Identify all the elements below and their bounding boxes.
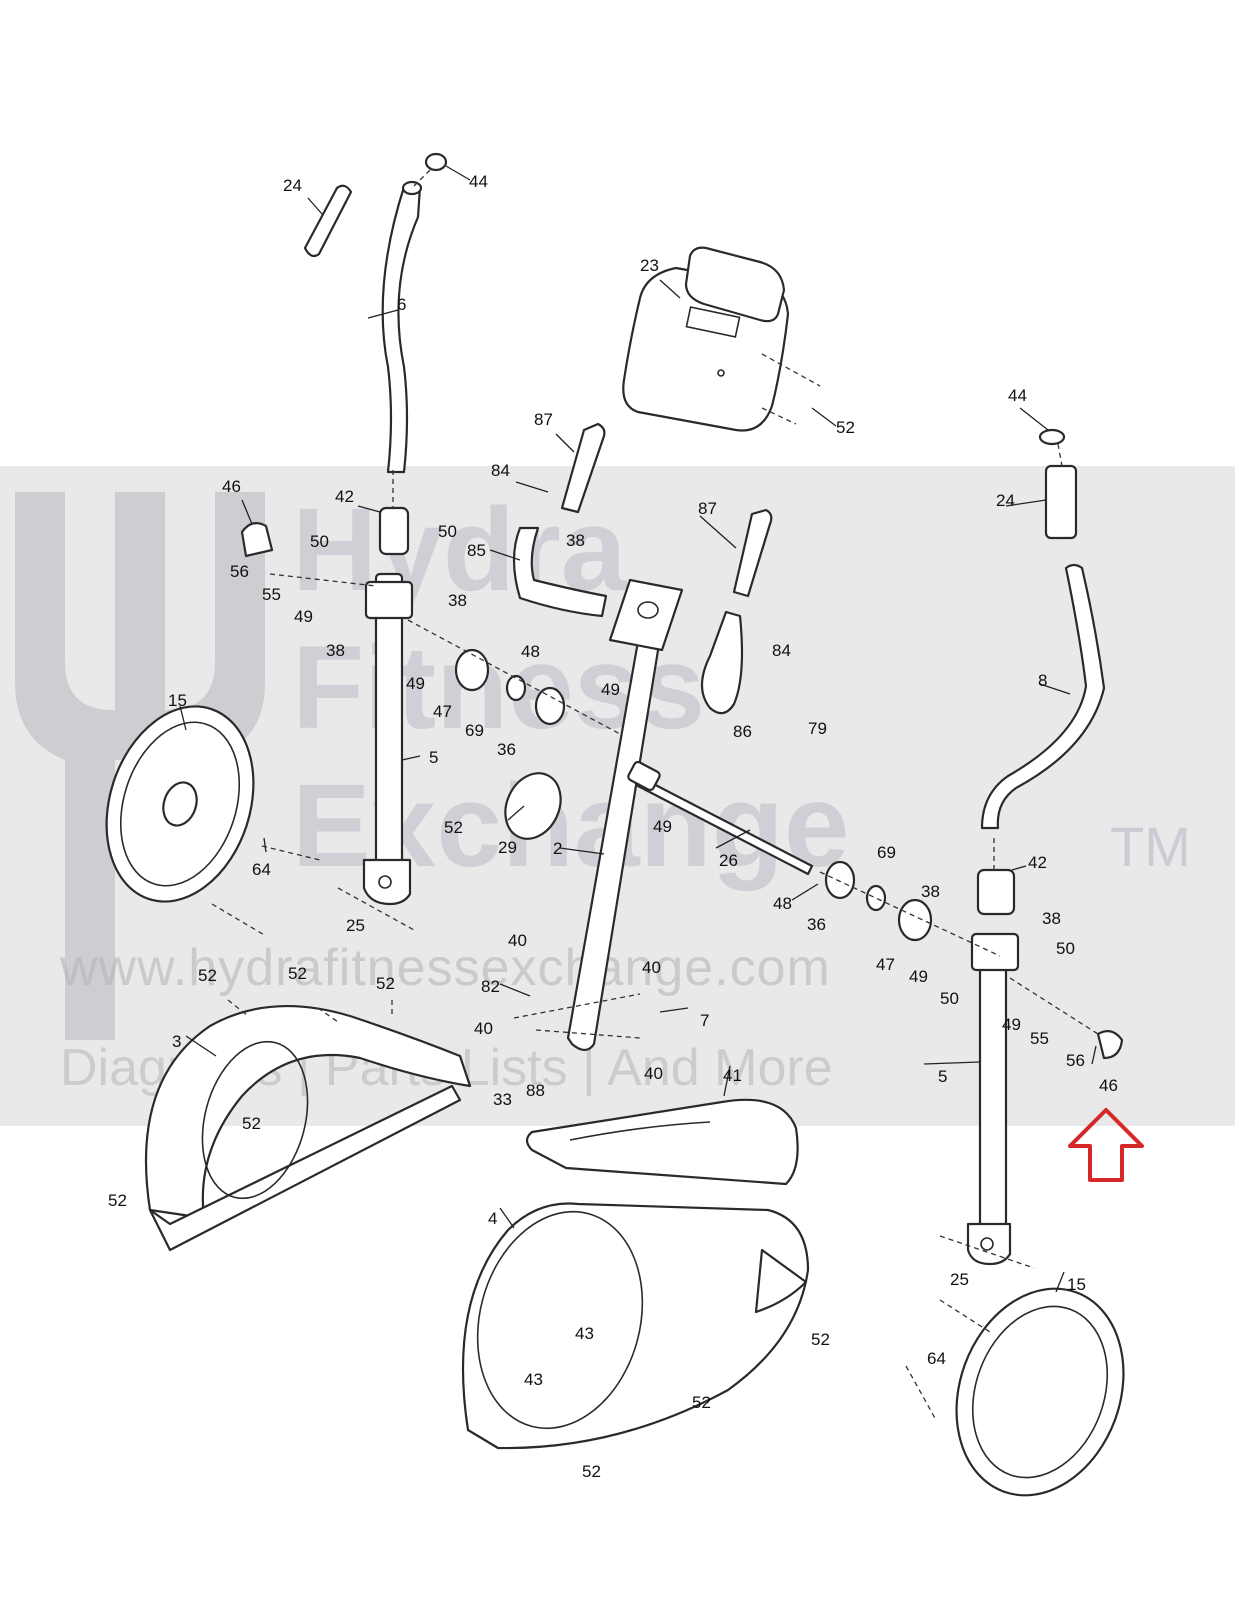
callout-87: 87 (534, 410, 553, 429)
callout-56: 56 (1066, 1051, 1085, 1070)
callout-24: 24 (996, 491, 1015, 510)
callout-49: 49 (653, 817, 672, 836)
callout-4: 4 (488, 1209, 497, 1228)
callout-6: 6 (397, 295, 406, 314)
callout-50: 50 (940, 989, 959, 1008)
callout-40: 40 (508, 931, 527, 950)
left-shroud (144, 1005, 472, 1252)
callout-25: 25 (950, 1270, 969, 1289)
callout-44: 44 (1008, 386, 1027, 405)
callout-64: 64 (252, 860, 271, 879)
callout-46-highlighted: 46 (1099, 1076, 1118, 1095)
callout-84: 84 (491, 461, 510, 480)
callout-49: 49 (1002, 1015, 1021, 1034)
callout-44: 44 (469, 172, 488, 191)
callout-40: 40 (474, 1019, 493, 1038)
callout-49: 49 (406, 674, 425, 693)
callout-52: 52 (811, 1330, 830, 1349)
left-upper-handlebar (303, 152, 448, 556)
front-cover (525, 1098, 799, 1186)
callout-64: 64 (927, 1349, 946, 1368)
left-lower-arm (362, 572, 414, 906)
callout-15: 15 (1067, 1275, 1086, 1294)
callout-52: 52 (242, 1114, 261, 1133)
callout-50: 50 (438, 522, 457, 541)
callout-43: 43 (524, 1370, 543, 1389)
callout-23: 23 (640, 256, 659, 275)
callout-8: 8 (1038, 671, 1047, 690)
callout-87: 87 (698, 499, 717, 518)
callout-47: 47 (876, 955, 895, 974)
callout-50: 50 (310, 532, 329, 551)
callout-69: 69 (465, 721, 484, 740)
callout-38: 38 (448, 591, 467, 610)
right-shroud (461, 1202, 810, 1450)
callout-3: 3 (172, 1032, 181, 1051)
callout-26: 26 (719, 851, 738, 870)
watermark-trademark: TM (1110, 815, 1191, 878)
callout-69: 69 (877, 843, 896, 862)
callout-49: 49 (294, 607, 313, 626)
right-lower-arm (966, 932, 1020, 1266)
watermark-website: www.hydrafitnessexchange.com (59, 939, 831, 997)
callout-42: 42 (335, 487, 354, 506)
callout-5: 5 (938, 1067, 947, 1086)
fasteners (227, 521, 1124, 1269)
right-disc (905, 1287, 1125, 1497)
callout-50: 50 (1056, 939, 1075, 958)
pivot-axle (407, 619, 1001, 957)
upright-frame (512, 422, 773, 1052)
callout-5: 5 (429, 748, 438, 767)
callout-49: 49 (909, 967, 928, 986)
callout-55: 55 (262, 585, 281, 604)
left-disc (105, 705, 321, 937)
callout-48: 48 (521, 642, 540, 661)
right-handlebar (976, 428, 1106, 916)
callout-88: 88 (526, 1081, 545, 1100)
callout-47: 47 (433, 702, 452, 721)
callout-46: 46 (222, 477, 241, 496)
callout-42: 42 (1028, 853, 1047, 872)
callout-86: 86 (733, 722, 752, 741)
callout-2: 2 (553, 839, 562, 858)
callout-49: 49 (601, 680, 620, 699)
callout-43: 43 (575, 1324, 594, 1343)
callout-52: 52 (444, 818, 463, 837)
callout-40: 40 (642, 958, 661, 977)
up-arrow-icon (1068, 1108, 1144, 1182)
callout-84: 84 (772, 641, 791, 660)
callout-79: 79 (808, 719, 827, 738)
callout-36: 36 (807, 915, 826, 934)
callout-33: 33 (493, 1090, 512, 1109)
console (622, 246, 821, 432)
callout-82: 82 (481, 977, 500, 996)
leader-lines (179, 165, 1097, 1293)
callout-52: 52 (692, 1393, 711, 1412)
callout-48: 48 (773, 894, 792, 913)
callout-41: 41 (723, 1066, 742, 1085)
callout-38: 38 (921, 882, 940, 901)
callout-36: 36 (497, 740, 516, 759)
callout-38: 38 (326, 641, 345, 660)
callout-52: 52 (288, 964, 307, 983)
callout-25: 25 (346, 916, 365, 935)
callout-85: 85 (467, 541, 486, 560)
callout-labels: 24 44 6 23 52 87 84 44 24 46 42 50 50 56… (108, 172, 1118, 1481)
callout-55: 55 (1030, 1029, 1049, 1048)
callout-38: 38 (566, 531, 585, 550)
callout-52: 52 (376, 974, 395, 993)
callout-29: 29 (498, 838, 517, 857)
callout-52: 52 (108, 1191, 127, 1210)
callout-24: 24 (283, 176, 302, 195)
callout-15: 15 (168, 691, 187, 710)
callout-52: 52 (836, 418, 855, 437)
callout-7: 7 (700, 1011, 709, 1030)
callout-40: 40 (644, 1064, 663, 1083)
callout-52: 52 (582, 1462, 601, 1481)
callout-52: 52 (198, 966, 217, 985)
callout-56: 56 (230, 562, 249, 581)
callout-38: 38 (1042, 909, 1061, 928)
